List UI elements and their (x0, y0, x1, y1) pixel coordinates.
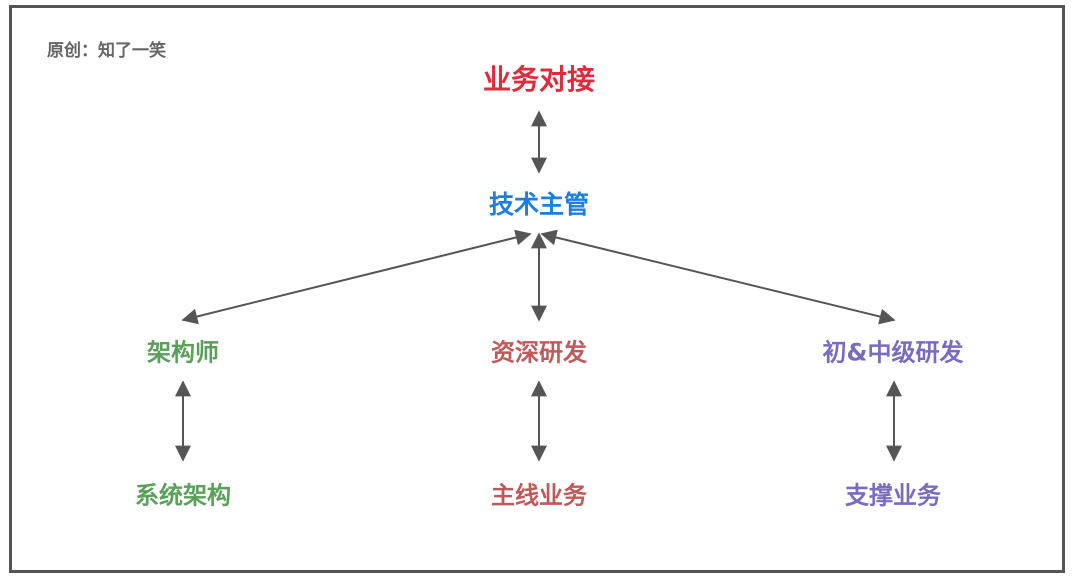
node-mainline: 主线业务 (491, 481, 587, 510)
node-support: 支撑业务 (845, 481, 941, 510)
node-lead: 技术主管 (488, 190, 590, 219)
node-system: 系统架构 (135, 481, 231, 510)
edge-lead-junior (540, 229, 896, 325)
watermark-text: 原创：知了一笑 (47, 41, 166, 61)
node-senior: 资深研发 (491, 338, 587, 367)
edge-lead-architect (181, 229, 532, 325)
node-business: 业务对接 (482, 63, 596, 96)
node-architect: 架构师 (147, 338, 219, 367)
node-junior: 初&中级研发 (822, 338, 964, 367)
